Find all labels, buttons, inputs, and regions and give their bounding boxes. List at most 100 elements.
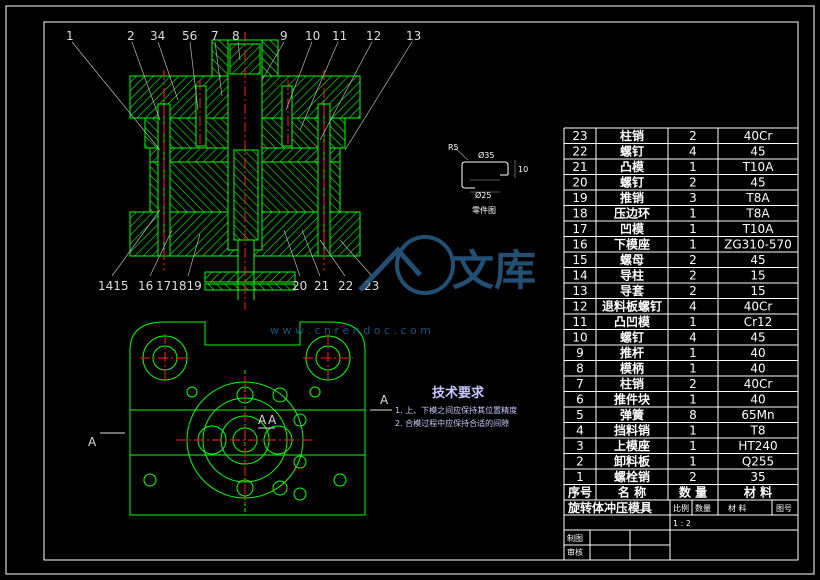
tech-title: 技术要求 [432,385,485,401]
bom-row-qty: 2 [689,284,697,298]
callout-16: 16 [138,279,153,293]
callout-2: 2 [127,29,135,43]
watermark-brand: 文库 [452,246,536,295]
bom-row-no: 13 [572,284,587,298]
bom-row-name: 压边环 [614,206,650,221]
part-detail: R5 Ø35 Ø25 10 零件图 [448,143,528,215]
bom-row-qty: 1 [689,222,697,236]
bom-row-no: 17 [572,222,587,236]
checked-by-label: 审核 [567,547,583,557]
bom-row-qty: 4 [689,145,697,159]
bom-row-no: 9 [576,346,584,360]
bom-row-qty: 2 [689,176,697,190]
bom-row-no: 3 [576,439,584,453]
bom-header-no: 序号 [568,485,592,500]
bom-row-name: 螺钉 [620,175,644,190]
bom-row-name: 挡料销 [614,423,650,438]
callout-8: 8 [232,29,240,43]
bom-row-name: 卸料板 [614,454,651,469]
screw-left [195,85,207,147]
leader-lines [71,41,413,277]
bom-row-material: 15 [750,284,765,298]
detail-label: 零件图 [472,205,496,215]
bom-row-qty: 1 [689,207,697,221]
bom-row-no: 2 [576,455,584,469]
bom-row-name: 柱销 [620,376,644,391]
bom-row-name: 螺钉 [620,144,644,159]
bom-row-name: 柱销 [620,128,644,143]
bom-row-name: 上模座 [614,438,650,453]
bom-row-material: Cr12 [744,315,773,329]
bom-row-qty: 3 [689,191,697,205]
drawing-no-label: 图号 [776,504,792,513]
callout-56: 56 [182,29,197,43]
bom-row-material: 40Cr [744,129,773,143]
callouts-bottom: 1415 16 171819 20 21 22 23 [98,279,379,293]
callout-13: 13 [406,29,421,43]
tech-requirements: 技术要求 1. 上、下模之间应保持其位置精度 2. 合模过程中应保持合适的间隙 [395,385,517,428]
bom-row-no: 11 [572,315,587,329]
bom-row-material: 15 [750,269,765,283]
section-a-right: A [380,393,389,407]
callout-7: 7 [211,29,219,43]
bom-row-material: HT240 [738,439,777,453]
bom-row-qty: 1 [689,160,697,174]
callout-1: 1 [66,29,74,43]
bom-row-material: T8 [750,424,766,438]
bom-row-no: 4 [576,424,584,438]
watermark-logo-icon [395,235,455,295]
callout-1415: 1415 [98,279,129,293]
tech-line-2: 2. 合模过程中应保持合适的间隙 [395,418,509,428]
tech-line-1: 1. 上、下模之间应保持其位置精度 [395,405,517,415]
bom-row-material: 35 [750,470,765,484]
bom-row-name: 螺钉 [620,330,644,345]
bom-row-material: 40Cr [744,377,773,391]
title-block [563,499,799,561]
bom-row-qty: 2 [689,269,697,283]
bom-row-name: 推杆 [620,345,644,360]
bom-row-no: 5 [576,408,584,422]
bottom-plate [204,271,296,283]
bom-row-no: 18 [572,207,587,221]
bom-row-qty: 1 [689,362,697,376]
callouts-top: 1 2 34 56 7 8 9 10 11 12 13 [66,29,421,43]
bom-row-material: 40 [750,346,765,360]
drawn-by-label: 制图 [567,533,583,543]
bom-row-qty: 2 [689,377,697,391]
bom-header-material: 材 料 [743,485,772,500]
bom-row-qty: 4 [689,331,697,345]
plan-view [129,321,366,516]
bom-row-no: 1 [576,470,584,484]
section-a-inner-2: A [268,413,277,427]
section-letters: A A A A [88,393,389,449]
plan-centerlines [140,334,353,504]
callout-22: 22 [338,279,353,293]
bom-row-no: 22 [572,145,587,159]
bom-row-name: 推销 [620,190,644,205]
callout-171819: 171819 [156,279,202,293]
watermark-url: w w w . c n r e n d o c . c o m [270,324,431,337]
callout-9: 9 [280,29,288,43]
bom-row-name: 螺栓销 [614,469,650,484]
ejector-block [233,149,259,241]
callout-21: 21 [314,279,329,293]
bom-row-material: 45 [750,253,765,267]
section-markers [100,409,392,434]
ratio-value: 1 : 2 [673,519,691,528]
callout-20: 20 [292,279,307,293]
bom-row-name: 退料板螺钉 [602,299,662,314]
bom-row-name: 下模座 [614,237,650,252]
bom-header-name: 名 称 [618,485,646,500]
bom-row-no: 19 [572,191,587,205]
bom-row-qty: 1 [689,424,697,438]
bom-row-material: 40Cr [744,300,773,314]
bom-row-qty: 4 [689,300,697,314]
bom-row-qty: 8 [689,408,697,422]
bom-row-qty: 1 [689,315,697,329]
bom-row-qty: 1 [689,346,697,360]
bom-row-qty: 2 [689,129,697,143]
bom-row-name: 凹模 [620,221,645,236]
bom-row-no: 7 [576,377,584,391]
bom-row-no: 6 [576,393,584,407]
